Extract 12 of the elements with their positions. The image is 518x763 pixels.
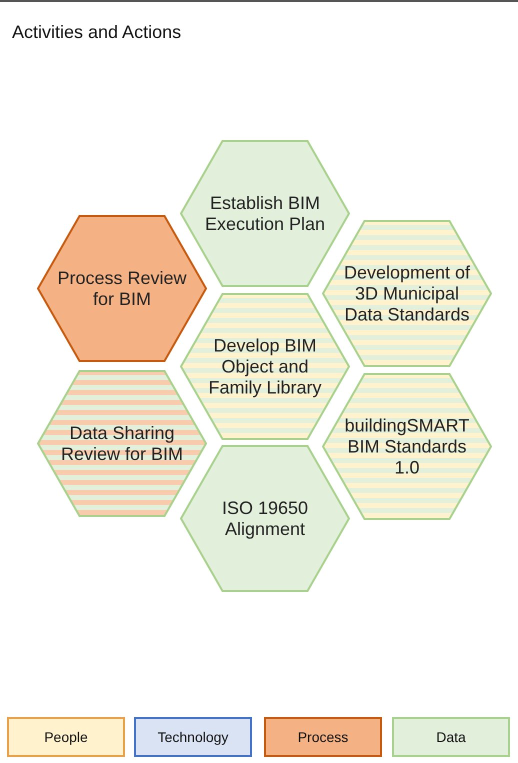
- legend-label: Technology: [158, 729, 228, 745]
- legend-label: People: [44, 729, 88, 745]
- tile-label: Development of 3D Municipal Data Standards: [342, 262, 472, 325]
- legend-label: Process: [298, 729, 348, 745]
- legend-label: Data: [436, 729, 466, 745]
- tile-label: Process Review for BIM: [56, 268, 188, 310]
- tile-label: buildingSMART BIM Standards 1.0: [344, 415, 470, 478]
- tile-label: ISO 19650 Alignment: [220, 498, 310, 540]
- title: Activities and Actions: [12, 22, 182, 43]
- tile-label: Establish BIM Execution Plan: [204, 192, 326, 234]
- tile-label: Data Sharing Review for BIM: [60, 422, 184, 464]
- tile-label: Develop BIM Object and Family Library: [207, 335, 323, 398]
